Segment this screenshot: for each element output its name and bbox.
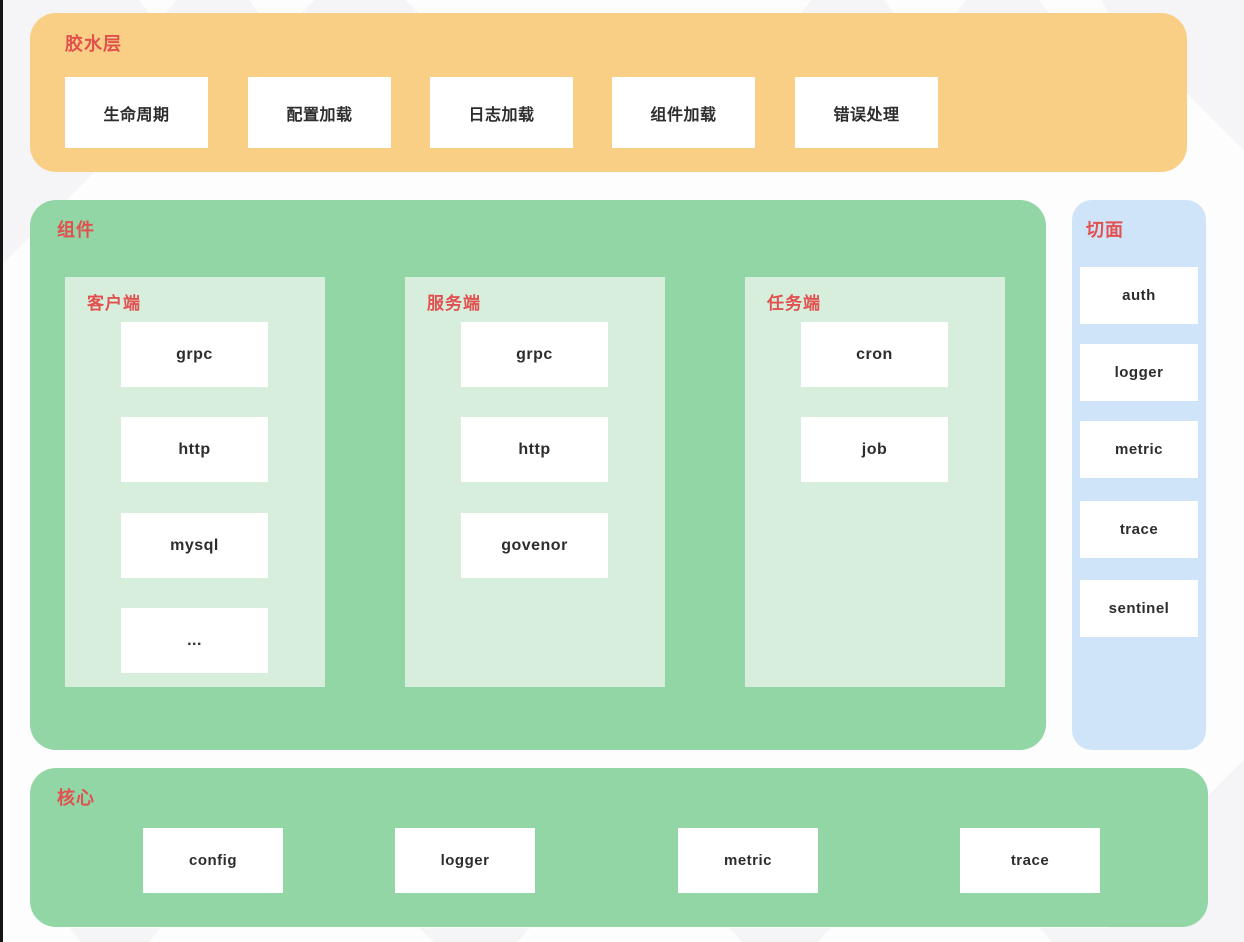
aspect-metric-node: metric (1080, 421, 1198, 478)
client-http-node: http (121, 417, 268, 482)
server-grpc-node: grpc (461, 322, 608, 387)
core-logger-node: logger (395, 828, 535, 893)
components-panel: 组件 客户端 grpc http mysql ... 服务端 grpc http… (30, 200, 1046, 750)
task-cron-node: cron (801, 322, 948, 387)
aspect-logger-node: logger (1080, 344, 1198, 401)
server-group-title: 服务端 (427, 294, 481, 313)
background-shape (955, 0, 1050, 14)
background-shape (70, 928, 160, 942)
aspects-title: 切面 (1086, 220, 1124, 240)
left-edge-line (0, 0, 3, 942)
core-title: 核心 (57, 788, 95, 808)
config-load-node: 配置加载 (248, 77, 391, 148)
client-group-panel: 客户端 grpc http mysql ... (65, 277, 325, 687)
lifecycle-node: 生命周期 (65, 77, 208, 148)
server-group-panel: 服务端 grpc http govenor (405, 277, 665, 687)
core-config-node: config (143, 828, 283, 893)
client-mysql-node: mysql (121, 513, 268, 578)
background-shape (730, 928, 830, 942)
component-load-node: 组件加载 (612, 77, 755, 148)
aspect-auth-node: auth (1080, 267, 1198, 324)
task-group-panel: 任务端 cron job (745, 277, 1005, 687)
background-shape (165, 0, 260, 14)
aspect-sentinel-node: sentinel (1080, 580, 1198, 637)
background-shape (300, 0, 420, 14)
glue-layer-panel: 胶水层 生命周期 配置加载 日志加载 组件加载 错误处理 (30, 13, 1187, 172)
aspects-panel: 切面 auth logger metric trace sentinel (1072, 200, 1206, 750)
task-job-node: job (801, 417, 948, 482)
background-shape (800, 0, 895, 14)
error-handle-node: 错误处理 (795, 77, 938, 148)
glue-layer-title: 胶水层 (65, 34, 122, 54)
aspect-trace-node: trace (1080, 501, 1198, 558)
components-title: 组件 (57, 220, 95, 240)
background-shape (1040, 928, 1140, 942)
client-grpc-node: grpc (121, 322, 268, 387)
core-metric-node: metric (678, 828, 818, 893)
task-group-title: 任务端 (767, 294, 821, 313)
core-trace-node: trace (960, 828, 1100, 893)
server-govenor-node: govenor (461, 513, 608, 578)
log-load-node: 日志加载 (430, 77, 573, 148)
background-shape (55, 0, 150, 14)
client-group-title: 客户端 (87, 294, 141, 313)
core-panel: 核心 config logger metric trace (30, 768, 1208, 927)
client-ellipsis-node: ... (121, 608, 268, 673)
background-shape (420, 928, 530, 942)
server-http-node: http (461, 417, 608, 482)
